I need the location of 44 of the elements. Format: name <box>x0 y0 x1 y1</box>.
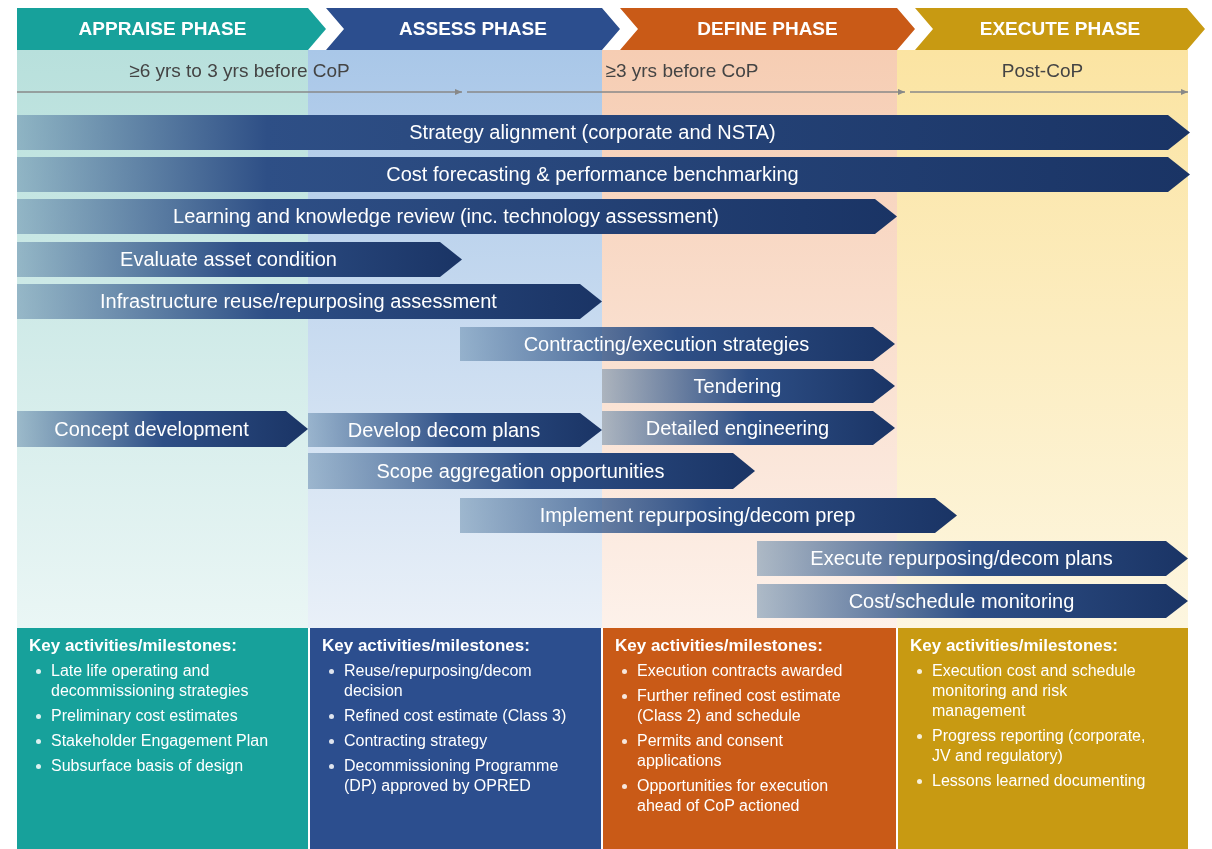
activity-banner: Tendering <box>602 369 895 403</box>
phase-banner: EXECUTE PHASE <box>915 8 1205 50</box>
panel-heading: Key activities/milestones: <box>29 636 238 656</box>
activity-banner: Develop decom plans <box>308 413 602 447</box>
timeline-label: ≥3 yrs before CoP <box>604 60 760 82</box>
bullet-text: Decommissioning Programme (DP) approved by OPRED <box>344 756 560 796</box>
bullet-text: Opportunities for execution ahead of CoP actioned <box>637 776 830 816</box>
bullet-text: Stakeholder Engagement Plan <box>51 731 270 751</box>
activity-banner: Concept development <box>17 411 308 447</box>
activity-banner: Contracting/execution strategies <box>460 327 895 361</box>
activity-banner: Cost forecasting & performance benchmarking <box>17 157 1190 192</box>
bullet-text: Preliminary cost estimates <box>51 706 239 726</box>
bullet-text: Execution contracts awarded <box>637 661 844 681</box>
activity-banner: Strategy alignment (corporate and NSTA) <box>17 115 1190 150</box>
activity-banner: Implement repurposing/decom prep <box>460 498 957 533</box>
milestone-panel <box>310 628 601 849</box>
panel-heading: Key activities/milestones: <box>322 636 531 656</box>
bullet-text: Execution cost and schedule monitoring and risk management <box>932 661 1137 721</box>
activity-banner: Scope aggregation opportunities <box>308 453 755 489</box>
bullet-text: Further refined cost estimate (Class 2) and schedule <box>637 686 842 726</box>
milestone-panel <box>898 628 1188 849</box>
phase-banner: DEFINE PHASE <box>620 8 915 50</box>
activity-banner: Execute repurposing/decom plans <box>757 541 1188 576</box>
activity-banner: Infrastructure reuse/repurposing assessment <box>17 284 602 319</box>
timeline-label: ≥6 yrs to 3 yrs before CoP <box>128 60 351 82</box>
bullet-text: Refined cost estimate (Class 3) <box>344 706 568 726</box>
bullet-text: Lessons learned documenting <box>932 771 1147 791</box>
panel-heading: Key activities/milestones: <box>615 636 824 656</box>
timeline-label: Post-CoP <box>1000 60 1085 82</box>
bullet-text: Permits and consent applications <box>637 731 784 771</box>
bullet-text: Reuse/repurposing/decom decision <box>344 661 533 701</box>
activity-banner: Detailed engineering <box>602 411 895 445</box>
phase-banner: ASSESS PHASE <box>326 8 620 50</box>
milestone-panel <box>603 628 896 849</box>
activity-banner: Cost/schedule monitoring <box>757 584 1188 618</box>
bullet-text: Progress reporting (corporate, JV and regulatory) <box>932 726 1147 766</box>
activity-banner: Evaluate asset condition <box>17 242 462 277</box>
milestone-panel <box>17 628 308 849</box>
bullet-text: Contracting strategy <box>344 731 489 751</box>
activity-banner: Learning and knowledge review (inc. technology assessment) <box>17 199 897 234</box>
phase-banner: APPRAISE PHASE <box>17 8 326 50</box>
panel-heading: Key activities/milestones: <box>910 636 1119 656</box>
bullet-text: Subsurface basis of design <box>51 756 245 776</box>
bullet-text: Late life operating and decommissioning strategies <box>51 661 250 701</box>
